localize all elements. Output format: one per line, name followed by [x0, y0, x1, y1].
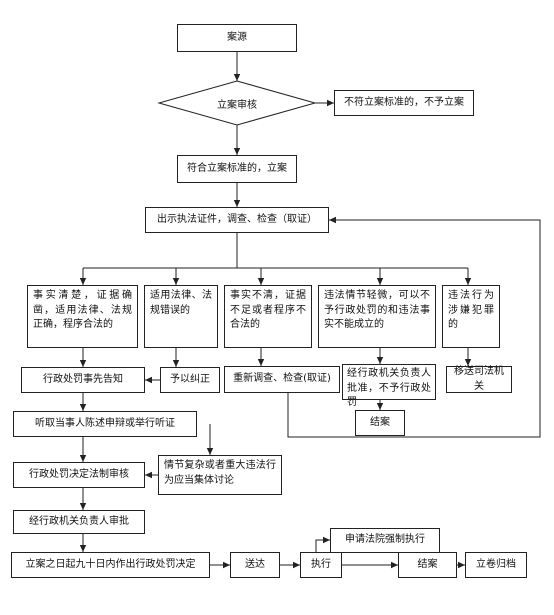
- node-close-1-label: 结案: [370, 416, 390, 428]
- node-law-error-label: 适用法律、法规错误的: [150, 290, 212, 316]
- node-close-2-label: 结案: [417, 558, 438, 570]
- node-transfer-label: 移送司法机关: [454, 366, 504, 392]
- node-court: 申请法院强制执行: [330, 528, 440, 553]
- node-crime: 违法行为涉嫌犯罪的: [442, 285, 500, 348]
- node-court-label: 申请法院强制执行: [345, 534, 425, 546]
- node-reject-label: 不符立案标准的，不予立案: [344, 96, 464, 108]
- node-no-penalty: 经行政机关负责人批准，不予行政处罚: [342, 364, 436, 408]
- node-investigate: 出示执法证件，调查、检查（取证）: [145, 207, 329, 233]
- node-minor-label: 违法情节轻微，可以不予行政处罚的和违法事实不能成立的: [324, 290, 430, 330]
- node-hearing: 听取当事人陈述申辩或举行听证: [13, 411, 197, 437]
- node-head-approve: 经行政机关负责人审批: [13, 510, 145, 534]
- node-law-error: 适用法律、法规错误的: [144, 285, 218, 348]
- arrow-execute-court: [315, 536, 330, 552]
- node-minor: 违法情节轻微，可以不予行政处罚的和违法事实不能成立的: [318, 285, 436, 348]
- node-reinvestigate-label: 重新调查、检查(取证): [233, 373, 331, 385]
- node-collective-label: 情节复杂或者重大违法行为应当集体讨论: [164, 460, 276, 486]
- node-transfer: 移送司法机关: [446, 366, 512, 393]
- node-correct: 予以纠正: [160, 367, 220, 393]
- node-prior-notice-label: 行政处罚事先告知: [43, 373, 123, 385]
- loop-reinvestigate-investigate: [287, 216, 541, 438]
- node-close-1: 结案: [355, 410, 405, 436]
- node-accept: 符合立案标准的，立案: [177, 155, 297, 183]
- node-head-approve-label: 经行政机关负责人审批: [29, 515, 129, 527]
- node-accept-label: 符合立案标准的，立案: [187, 162, 287, 174]
- node-close-2: 结案: [398, 552, 457, 578]
- node-collective: 情节复杂或者重大违法行为应当集体讨论: [158, 455, 282, 495]
- node-reinvestigate: 重新调查、检查(取证): [224, 366, 340, 393]
- node-legal-review: 行政处罚决定法制审核: [13, 462, 145, 488]
- node-no-penalty-label: 经行政机关负责人批准，不予行政处罚: [347, 368, 431, 408]
- node-hearing-label: 听取当事人陈述申辩或举行听证: [35, 417, 175, 429]
- node-reject: 不符立案标准的，不予立案: [334, 90, 474, 116]
- node-deliver-label: 送达: [245, 558, 265, 570]
- node-source: 案源: [177, 24, 297, 52]
- node-archive: 立卷归档: [465, 552, 527, 578]
- node-facts-unclear: 事实不清，证据不足或者程序不合法的: [224, 285, 312, 348]
- node-facts-unclear-label: 事实不清，证据不足或者程序不合法的: [230, 290, 306, 330]
- node-execute: 执行: [300, 552, 342, 578]
- node-facts-clear-label: 事实清楚，证据确凿，适用法律、法规正确，程序合法的: [33, 290, 132, 330]
- node-decision: 立案之日起九十日内作出行政处罚决定: [11, 552, 210, 578]
- node-source-label: 案源: [227, 31, 247, 43]
- node-prior-notice: 行政处罚事先告知: [21, 367, 145, 393]
- node-archive-label: 立卷归档: [476, 558, 516, 570]
- node-decision-label: 立案之日起九十日内作出行政处罚决定: [25, 558, 196, 570]
- node-execute-label: 执行: [311, 558, 331, 570]
- node-legal-review-label: 行政处罚决定法制审核: [29, 468, 129, 480]
- node-review-label: 立案审核: [217, 99, 257, 111]
- node-investigate-label: 出示执法证件，调查、检查（取证）: [157, 213, 317, 225]
- node-review: 立案审核: [159, 81, 315, 125]
- node-correct-label: 予以纠正: [170, 373, 210, 385]
- node-crime-label: 违法行为涉嫌犯罪的: [448, 290, 494, 330]
- node-facts-clear: 事实清楚，证据确凿，适用法律、法规正确，程序合法的: [27, 285, 138, 348]
- node-deliver: 送达: [230, 552, 280, 578]
